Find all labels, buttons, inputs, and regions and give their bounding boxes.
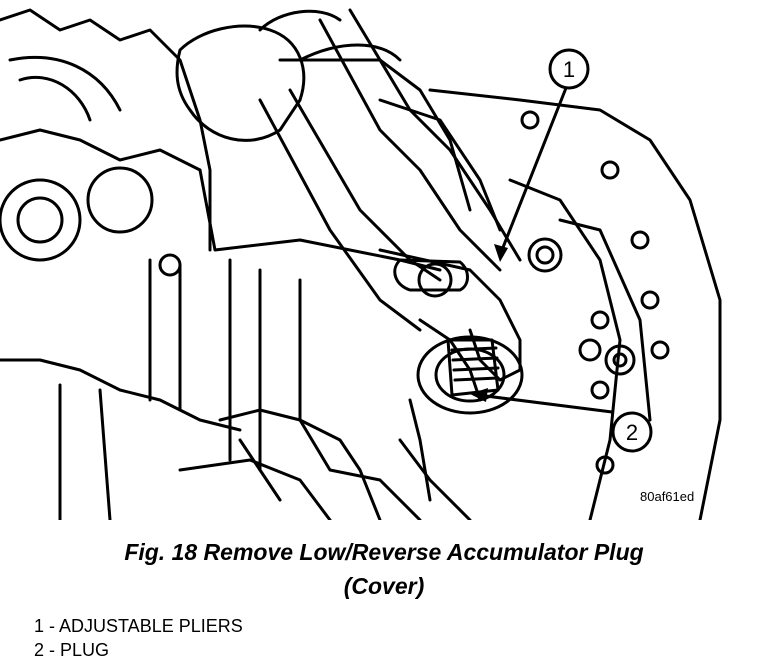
figure-code: 80af61ed bbox=[640, 489, 695, 504]
case-outline bbox=[0, 8, 722, 520]
callout-circle-1 bbox=[548, 48, 590, 90]
figure-caption-line-1: Fig. 18 Remove Low/Reverse Accumulator P… bbox=[124, 539, 644, 565]
technical-illustration: 1 2 bbox=[0, 8, 722, 520]
figure-caption-line-2: (Cover) bbox=[343, 573, 425, 599]
lower-housing bbox=[178, 408, 382, 520]
line-drawing: 1 2 bbox=[0, 8, 722, 520]
bolt-holes bbox=[0, 110, 670, 475]
legend: 1 - ADJUSTABLE PLIERS 2 - PLUG bbox=[34, 614, 243, 662]
leader-lines bbox=[476, 86, 614, 414]
legend-item-1: 1 - ADJUSTABLE PLIERS bbox=[34, 616, 243, 636]
callout-number-1: 1 bbox=[563, 57, 575, 82]
accumulator-plug bbox=[408, 335, 524, 502]
callout-number-2: 2 bbox=[626, 420, 638, 445]
legend-item-2: 2 - PLUG bbox=[34, 640, 110, 660]
pliers-and-hand bbox=[175, 8, 522, 402]
callout-circle-2 bbox=[611, 411, 653, 453]
arrowheads bbox=[470, 244, 508, 402]
